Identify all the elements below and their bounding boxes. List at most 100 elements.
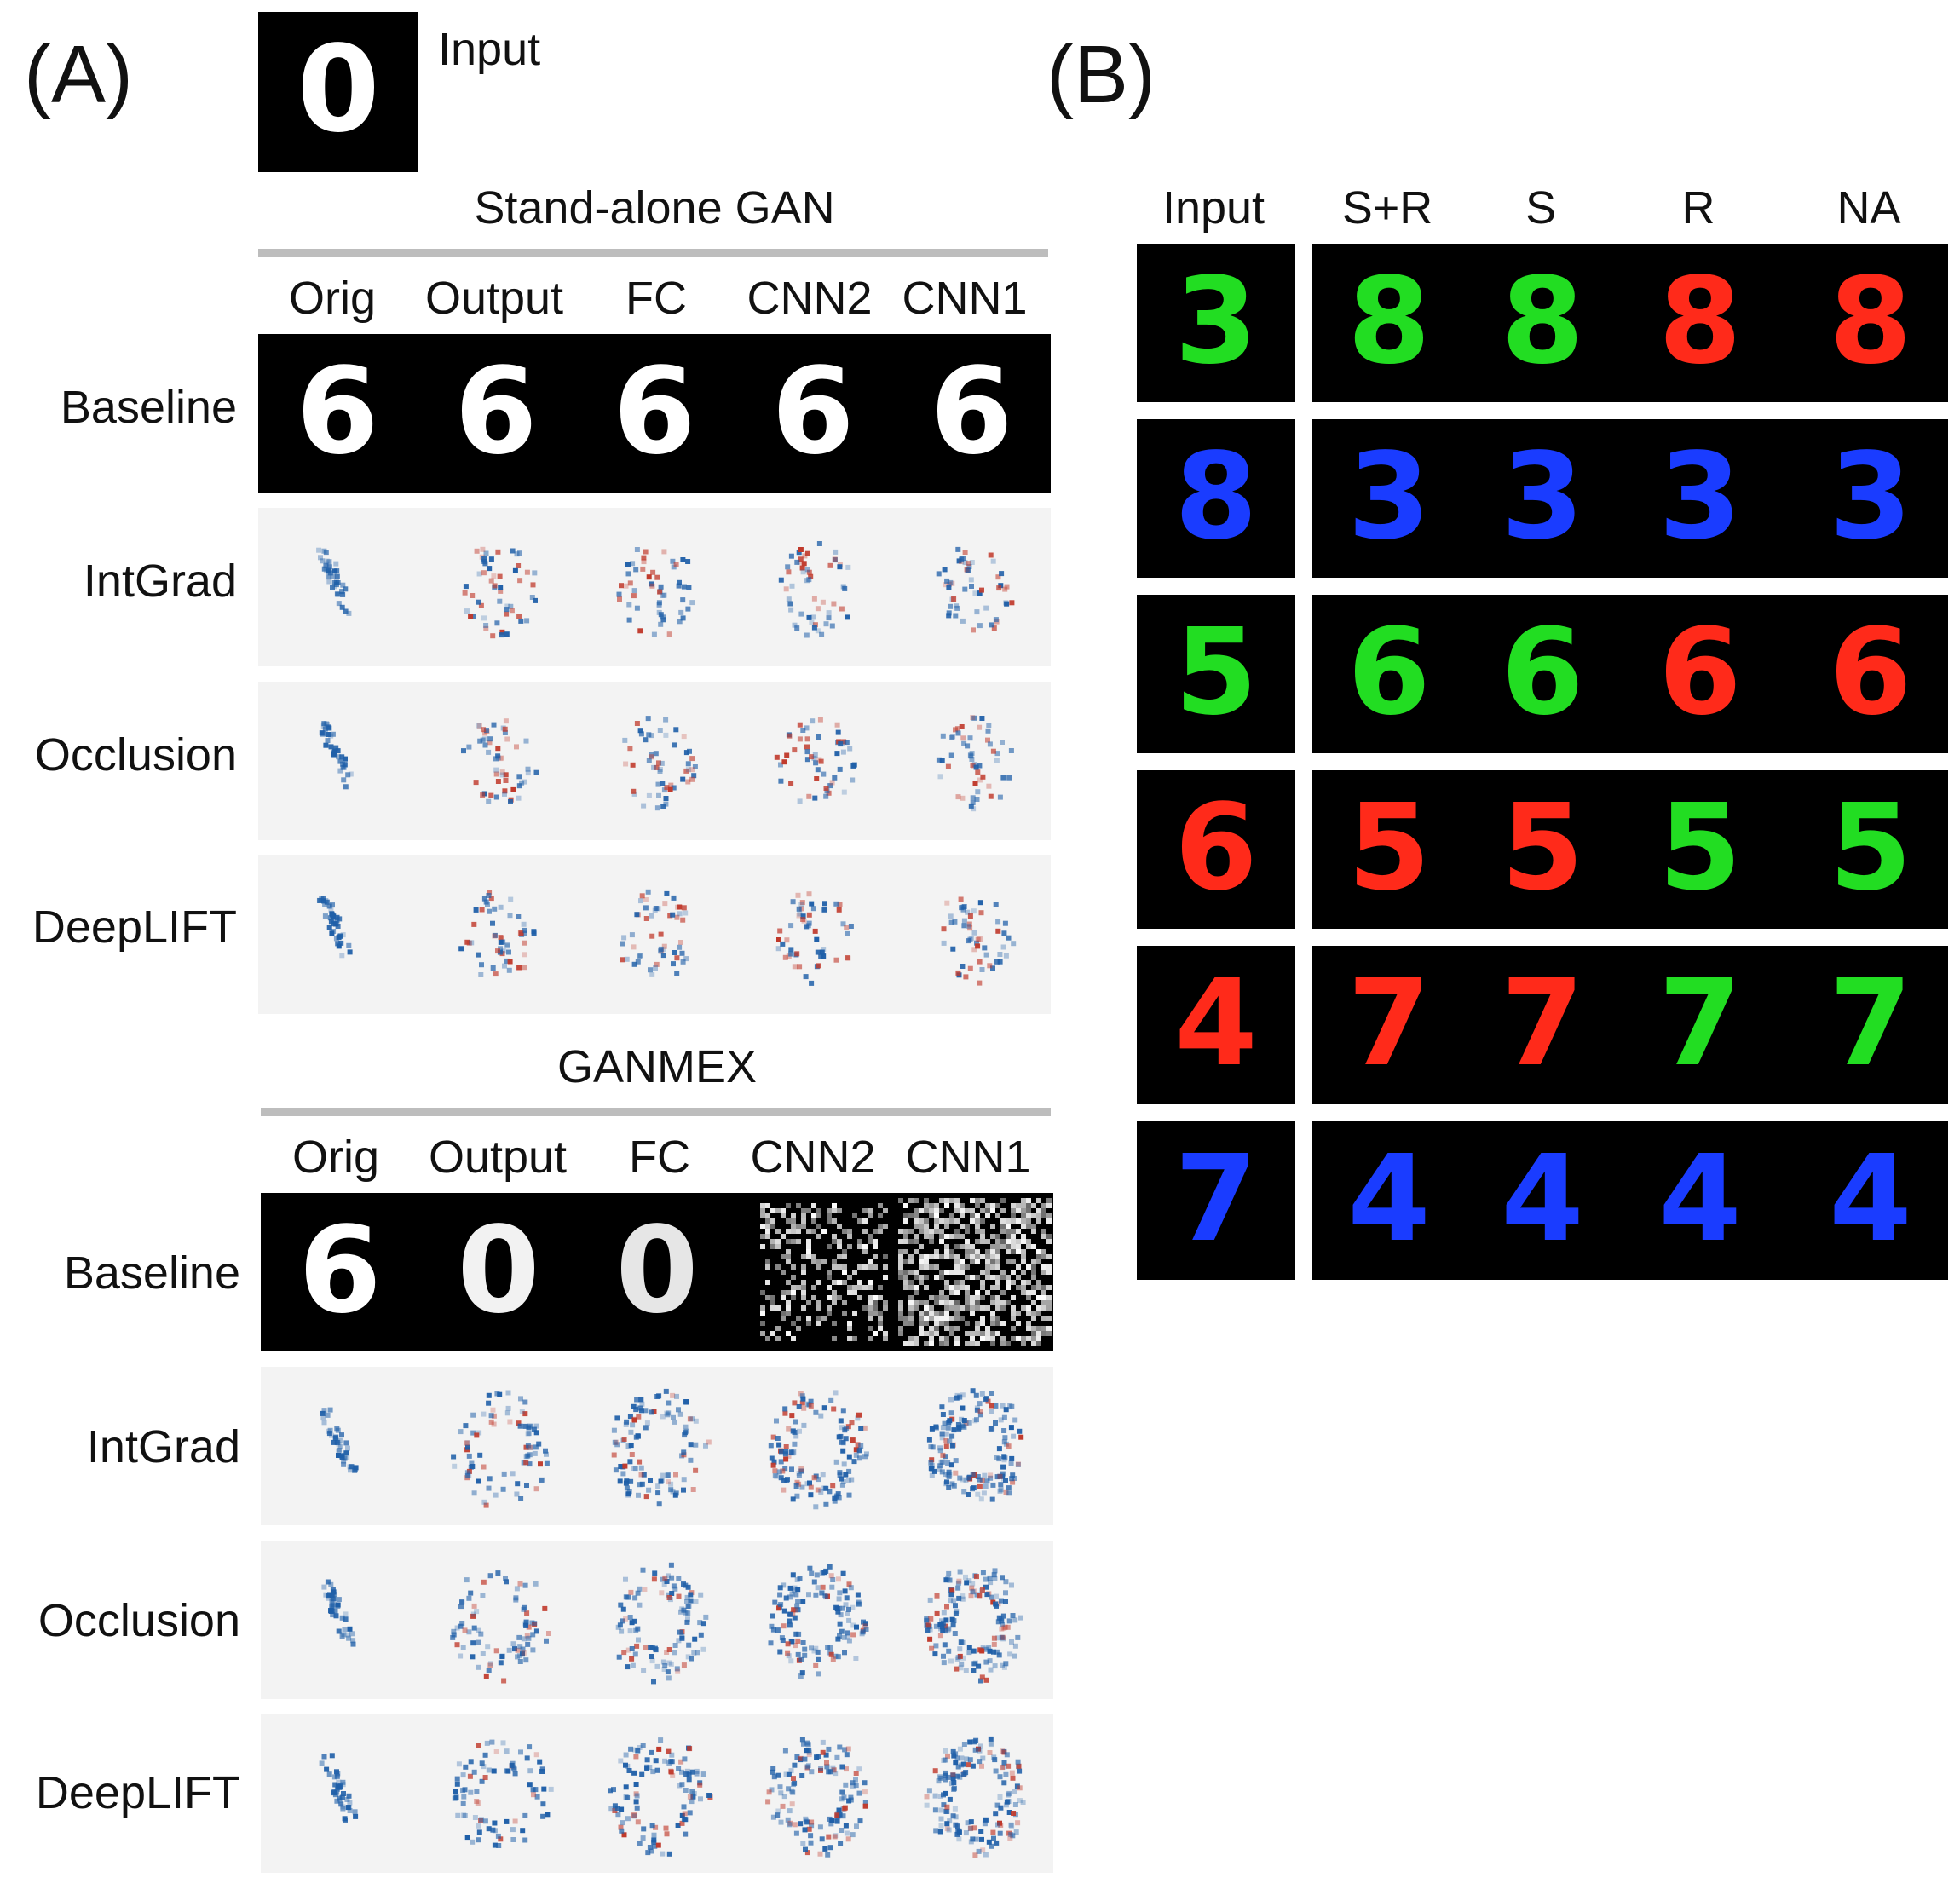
attribution-cell — [326, 564, 332, 570]
noise-pixel — [760, 1290, 765, 1295]
attribution-cell — [638, 898, 643, 904]
attribution-cell — [522, 1399, 528, 1405]
attribution-cell — [825, 1645, 831, 1650]
attribution-cell — [960, 795, 966, 801]
noise-pixel — [1026, 1336, 1031, 1341]
attribution-cell — [630, 561, 636, 567]
attribution-cell — [674, 1393, 679, 1399]
attribution-cell — [625, 1443, 631, 1449]
noise-pixel — [862, 1208, 868, 1213]
attribution-cell — [660, 1414, 666, 1420]
attribution-cell — [321, 1754, 327, 1760]
attribution-cell — [633, 1754, 639, 1760]
attribution-cell — [786, 1426, 792, 1432]
noise-pixel — [791, 1213, 796, 1218]
intgrad-heatmaps — [316, 541, 1015, 639]
noise-pixel — [954, 1311, 960, 1316]
noise-pixel — [816, 1300, 821, 1305]
attribution-cell — [995, 1619, 1001, 1625]
attribution-cell — [526, 1431, 532, 1437]
attribution-cell — [939, 758, 945, 763]
attribution-cell — [496, 1843, 502, 1848]
attribution-cell — [1001, 1454, 1007, 1460]
attribution-cell — [966, 1578, 972, 1584]
attribution-cell — [630, 1662, 636, 1668]
attribution-cell — [975, 789, 981, 795]
noise-pixel — [934, 1331, 939, 1336]
attribution-cell — [611, 1452, 617, 1458]
attribution-cell — [794, 951, 800, 957]
noise-pixel — [1006, 1234, 1011, 1239]
attribution-cell — [822, 1846, 828, 1852]
attribution-cell — [657, 769, 663, 774]
noise-pixel — [770, 1218, 775, 1224]
attribution-cell — [796, 1404, 802, 1409]
attribution-cell — [515, 1481, 521, 1487]
attribution-cell — [983, 605, 989, 611]
attribution-cell — [849, 1420, 855, 1426]
noise-pixel — [873, 1300, 878, 1305]
attribution-cell — [1000, 1662, 1005, 1668]
attribution-cell — [689, 776, 695, 782]
attribution-cell — [492, 906, 498, 912]
attribution-cell — [827, 562, 833, 568]
attribution-cell — [531, 1426, 537, 1432]
attribution-cell — [958, 896, 964, 902]
noise-pixel — [873, 1264, 878, 1270]
attribution-cell — [627, 1628, 633, 1634]
attribution-cell — [928, 1466, 934, 1472]
attribution-cell — [506, 1647, 512, 1653]
attribution-cell — [608, 1788, 613, 1794]
attribution-cell — [853, 1452, 859, 1458]
noise-pixel — [1046, 1316, 1052, 1321]
attribution-cell — [798, 902, 804, 907]
noise-pixel — [1016, 1285, 1021, 1290]
attribution-cell — [783, 1595, 789, 1601]
noise-pixel — [1016, 1311, 1021, 1316]
noise-pixel — [924, 1229, 929, 1234]
attribution-cell — [683, 1771, 689, 1777]
attribution-cell — [798, 1821, 804, 1827]
attribution-cell — [666, 1660, 672, 1666]
attribution-cell — [988, 1741, 994, 1747]
attribution-cell — [862, 1800, 868, 1806]
attribution-cell — [952, 1806, 958, 1812]
attribution-cell — [981, 1490, 987, 1496]
noise-pixel — [1036, 1254, 1041, 1259]
attribution-cell — [927, 1597, 933, 1603]
attribution-cell — [633, 1782, 639, 1787]
attribution-cell — [342, 1816, 348, 1822]
attribution-cell — [971, 1648, 977, 1654]
attribution-cell — [663, 717, 669, 723]
attribution-cell — [639, 893, 645, 899]
noise-pixel — [903, 1280, 908, 1285]
noise-pixel — [939, 1234, 944, 1239]
noise-pixel — [842, 1249, 847, 1254]
noise-pixel — [816, 1316, 821, 1321]
attribution-cell — [956, 1829, 962, 1835]
attribution-cell — [617, 1622, 623, 1628]
attribution-cell — [989, 1594, 994, 1600]
attribution-cell — [629, 1620, 635, 1626]
noise-pixel — [857, 1285, 862, 1290]
attribution-cell — [509, 1762, 515, 1768]
attribution-cell — [681, 1487, 686, 1493]
attribution-cell — [469, 1460, 475, 1466]
attribution-cell — [1000, 1634, 1006, 1640]
noise-pixel — [770, 1295, 775, 1300]
attribution-cell — [988, 1736, 994, 1742]
noise-pixel — [995, 1213, 1000, 1218]
attribution-cell — [470, 1412, 476, 1418]
noise-pixel — [883, 1208, 888, 1213]
attribution-cell — [323, 1592, 329, 1598]
attribution-cell — [944, 1821, 950, 1827]
noise-pixel — [924, 1259, 929, 1264]
attribution-cell — [481, 556, 487, 562]
noise-pixel — [791, 1336, 796, 1341]
attribution-cell — [476, 1837, 481, 1843]
attribution-cell — [971, 908, 977, 914]
noise-pixel — [949, 1300, 954, 1305]
attribution-cell — [336, 1448, 342, 1454]
attribution-cell — [657, 767, 663, 772]
attribution-cell — [804, 567, 810, 573]
